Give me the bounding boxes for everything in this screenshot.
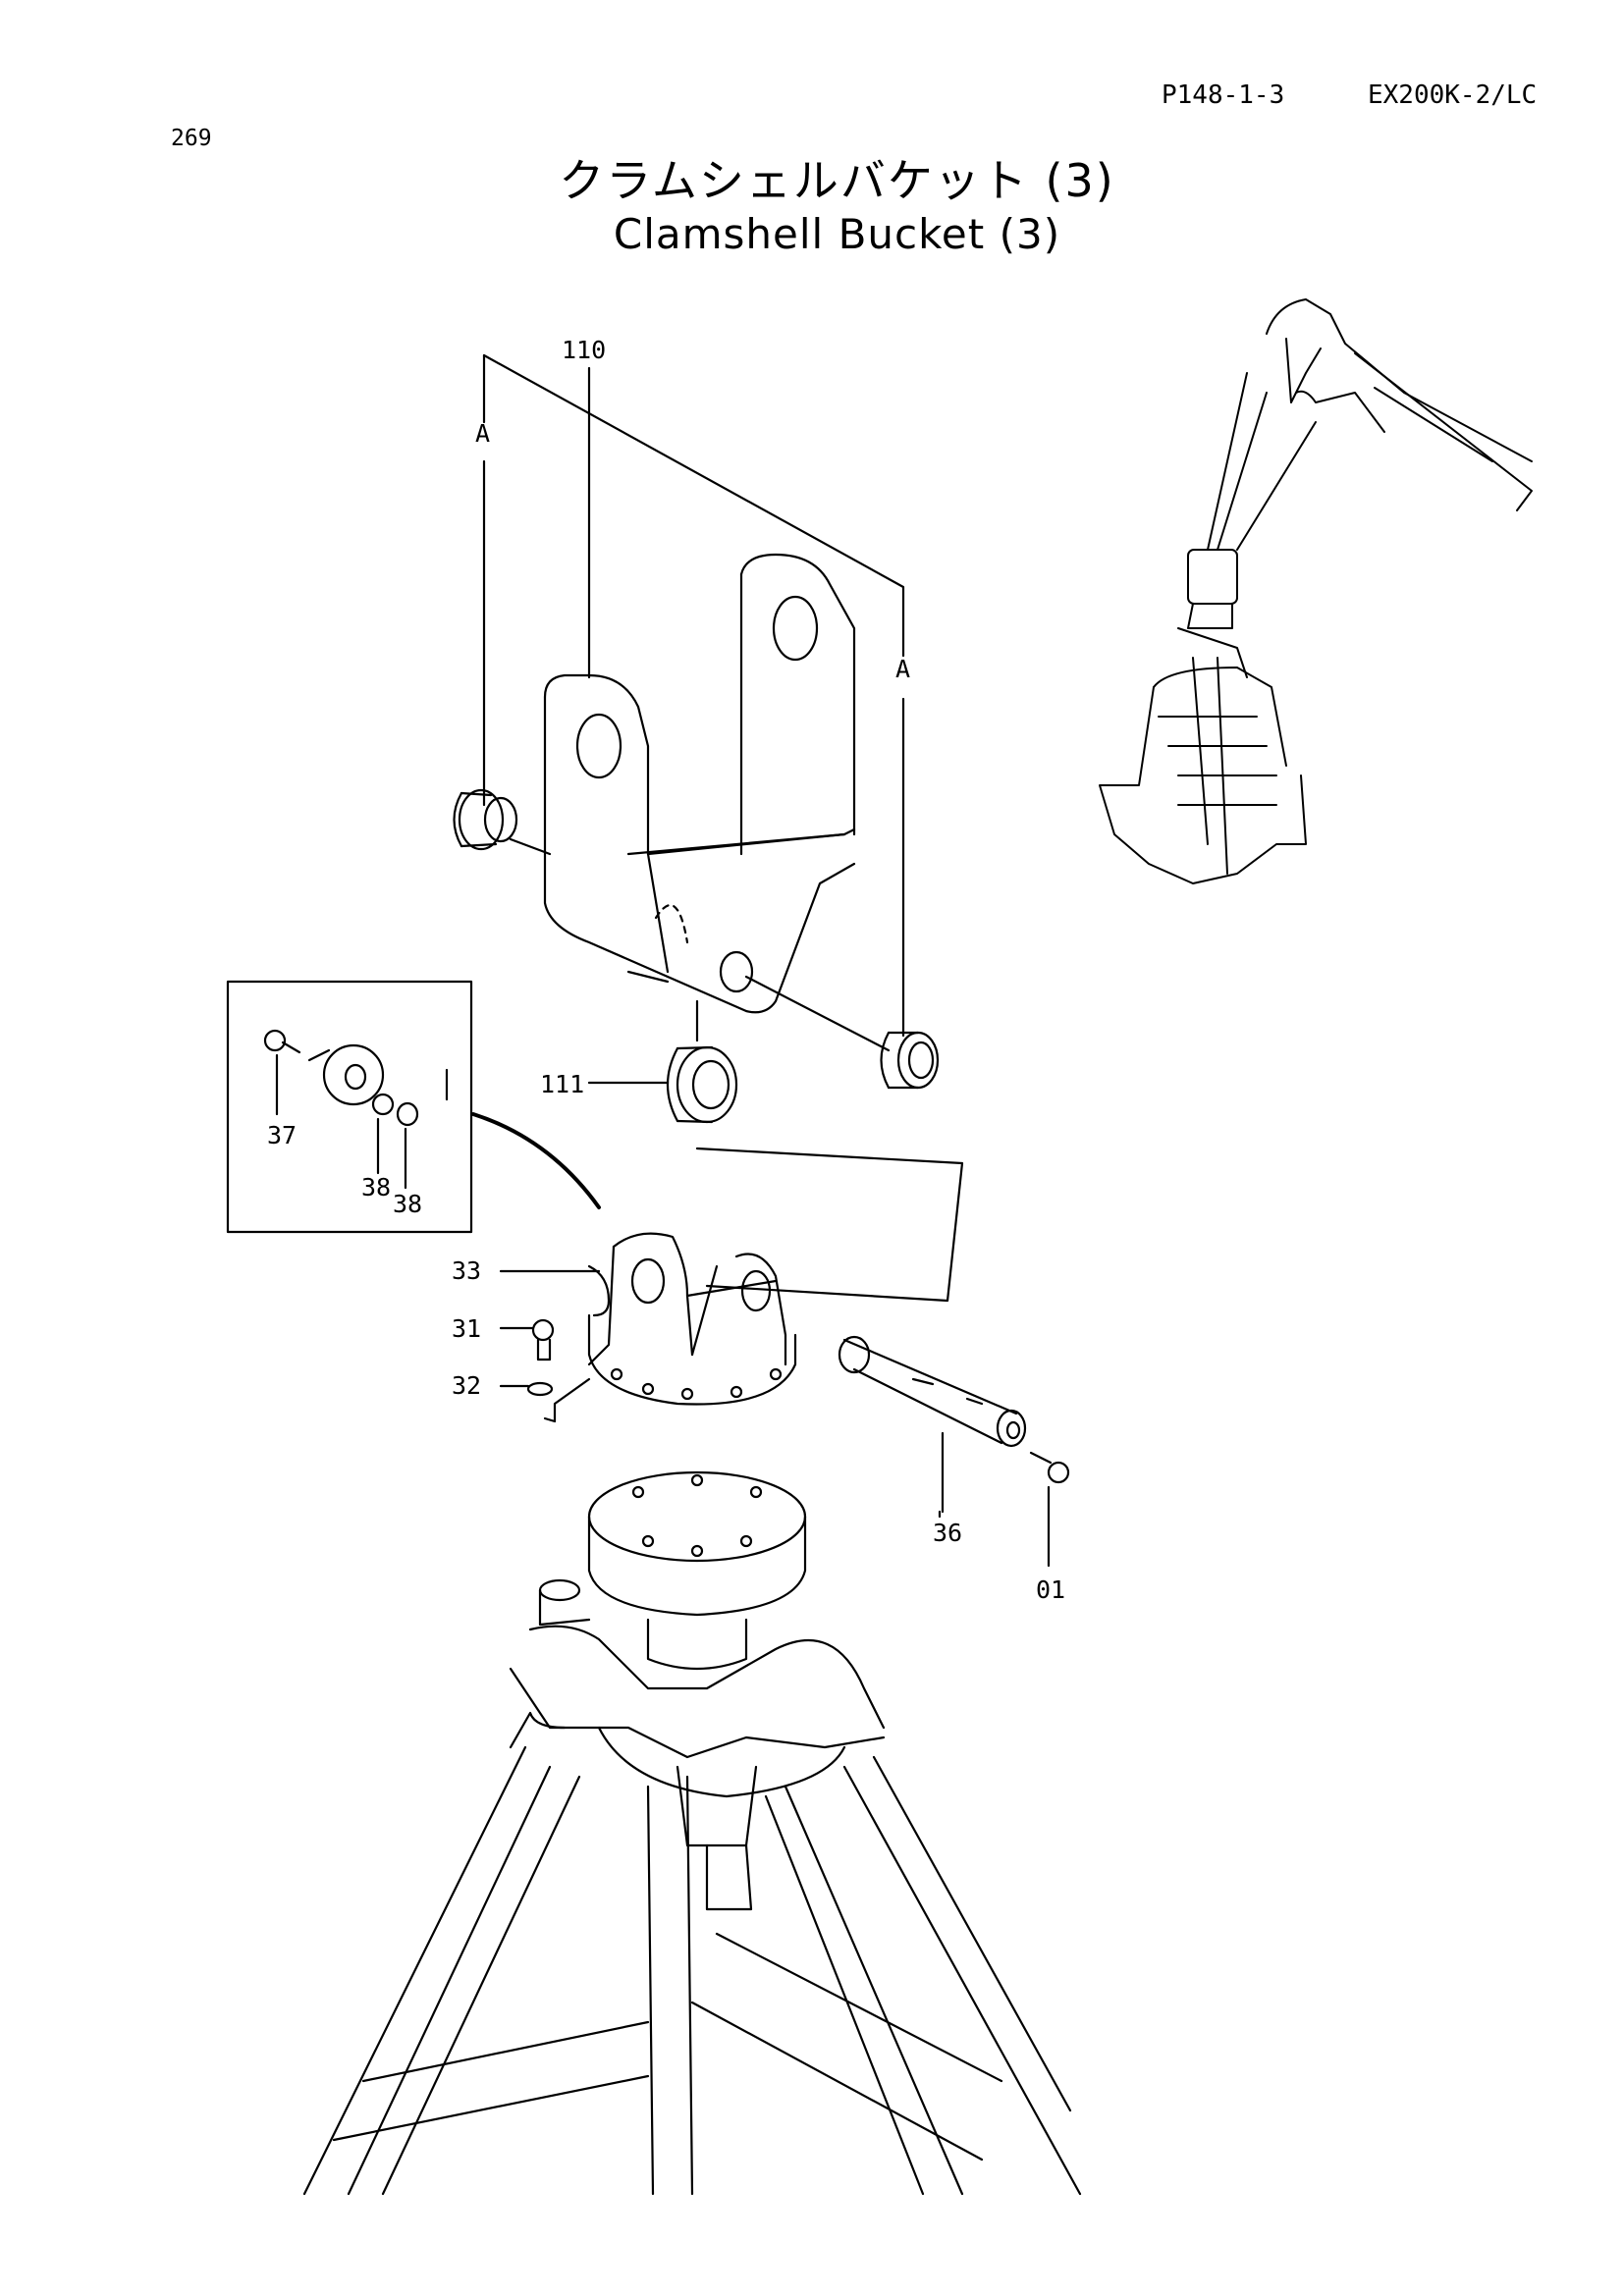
reference-a-left: A <box>475 419 490 448</box>
model-code: EX200K-2/LC <box>1368 80 1538 110</box>
callout-33: 33 <box>452 1256 481 1285</box>
bushing-left <box>453 788 518 851</box>
bolt-01 <box>1029 1451 1070 1568</box>
callout-111: 111 <box>540 1070 584 1098</box>
callout-38-a: 38 <box>361 1173 391 1201</box>
page-number: 269 <box>171 126 212 151</box>
pin-36 <box>838 1335 1027 1514</box>
bushing-111 <box>667 1045 738 1124</box>
bracket-110 <box>543 553 856 1014</box>
title-japanese: クラムシェルバケット (3) <box>559 154 1115 207</box>
connector-line-1 <box>509 837 891 1052</box>
callout-36: 36 <box>933 1519 962 1547</box>
turntable-base <box>538 1470 807 1671</box>
page-code: P148-1-3 <box>1162 80 1285 110</box>
reference-frame-lines <box>482 353 905 1038</box>
detail-box <box>226 980 601 1234</box>
inset-excavator-illustration <box>1099 298 1533 884</box>
bushing-right <box>880 1031 940 1090</box>
clamshell-frame <box>302 1625 1082 2196</box>
bolt-31 <box>526 1318 591 1423</box>
reference-a-right: A <box>895 655 910 683</box>
yoke-33 <box>587 1147 964 1406</box>
callout-31: 31 <box>452 1314 481 1343</box>
callout-01: 01 <box>1036 1575 1065 1604</box>
leader-lines <box>445 366 942 1519</box>
title-english: Clamshell Bucket (3) <box>613 210 1061 258</box>
callout-110: 110 <box>562 336 606 364</box>
callout-38-b: 38 <box>393 1190 422 1218</box>
callout-32: 32 <box>452 1371 481 1400</box>
callout-37: 37 <box>267 1121 297 1149</box>
